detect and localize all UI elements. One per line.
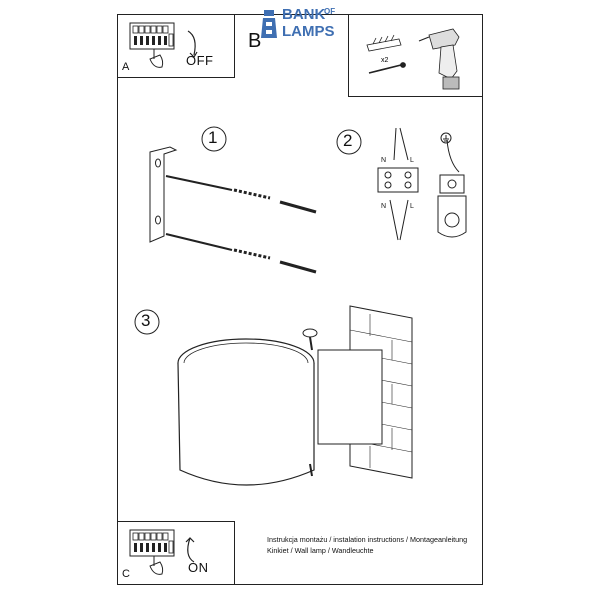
hand-icon [149,556,164,575]
instruction-sheet [117,14,483,585]
logo-bank-text: BANK [282,6,326,23]
step-2-number: 2 [343,131,353,150]
rotate-arrow-icon [187,30,196,56]
screws-count: x2 [381,57,389,64]
panel-b-letter: B [248,30,262,52]
switch-panel-icon [129,22,198,68]
hand-icon [149,49,164,68]
logo-lamps-text: LAMPS [282,23,335,40]
step-3-number: 3 [141,311,151,330]
step-1-bracket-assembly [149,126,317,274]
wiring-neutral-top: N [381,157,387,164]
screws-and-plugs-icon [366,34,406,74]
instruction-notes: Instrukcja montażu / instalation instruc… [267,534,467,556]
lighthouse-icon [261,10,277,38]
drill-icon [418,28,460,90]
off-label: OFF [186,53,214,68]
wiring-live-bottom: L [410,203,414,210]
earth-ground-icon [440,132,452,144]
step-1-number: 1 [208,128,218,147]
step-3-fixture-mounting [134,305,413,486]
logo-of-text: OF [324,7,336,16]
panel-c-letter: C [122,568,130,580]
on-label: ON [188,560,209,575]
notes-line-2: Kinkiet / Wall lamp / Wandleuchte [267,546,374,555]
panel-b-tools: x2 [348,14,483,97]
switch-panel-icon [129,529,195,575]
bank-of-lamps-logo: BANK OF LAMPS [258,5,353,41]
rotate-arrow-icon [187,537,195,563]
step-2-wiring [336,127,467,241]
notes-line-1: Instrukcja montażu / instalation instruc… [267,535,468,544]
panel-c-switch-on: C ON [117,521,235,585]
wiring-live-top: L [410,157,414,164]
wiring-neutral-bottom: N [381,203,387,210]
panel-a-switch-off: A OFF [117,14,235,78]
panel-a-letter: A [122,61,130,73]
